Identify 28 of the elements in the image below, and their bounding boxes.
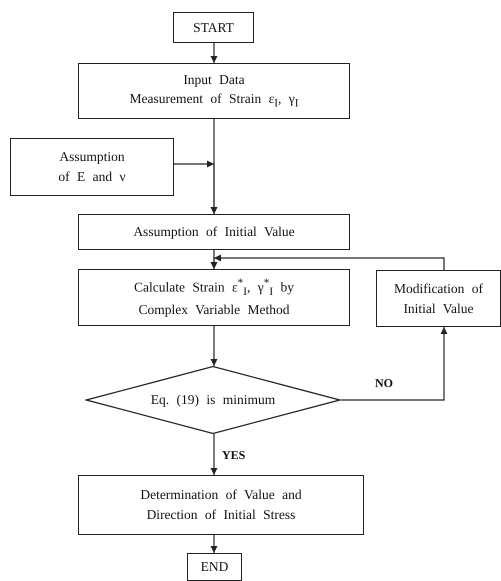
node-text: Determination of Value and Direction of Initial Stress	[139, 486, 303, 524]
node-text: Eq. (19) is minimum	[150, 391, 276, 410]
terminal-box	[173, 12, 254, 43]
node-text: Assumption of E and ν	[57, 148, 127, 186]
edge-label: YES	[221, 448, 246, 462]
arrow	[341, 327, 448, 401]
node-text: Assumption of Initial Value	[133, 223, 295, 242]
node-text: START	[193, 18, 234, 37]
process-box	[376, 270, 501, 327]
process-box	[78, 214, 350, 250]
node-text: Input Data	[183, 70, 245, 89]
terminal-box	[187, 553, 242, 581]
arrow	[210, 434, 218, 475]
arrow	[210, 257, 445, 270]
node-text: Calculate Strain ε$^{*}$$_{I}$, γ$^{*}$$_{I}$ by Complex Variable Method	[133, 276, 295, 320]
arrow	[174, 163, 218, 214]
node-text: Measurement of Strain ε$_{I}$, γ$_{I}$	[130, 90, 298, 112]
process-box	[78, 63, 350, 119]
arrow	[210, 535, 218, 553]
process-box	[10, 138, 174, 196]
process-box	[78, 475, 364, 535]
arrow	[210, 43, 218, 63]
node-text: END	[200, 558, 228, 576]
arrow	[210, 326, 218, 366]
node-text: Modification of Initial Value	[392, 280, 484, 318]
process-box	[78, 269, 350, 326]
decision-diamond	[85, 366, 341, 434]
edge-label: NO	[374, 376, 394, 390]
